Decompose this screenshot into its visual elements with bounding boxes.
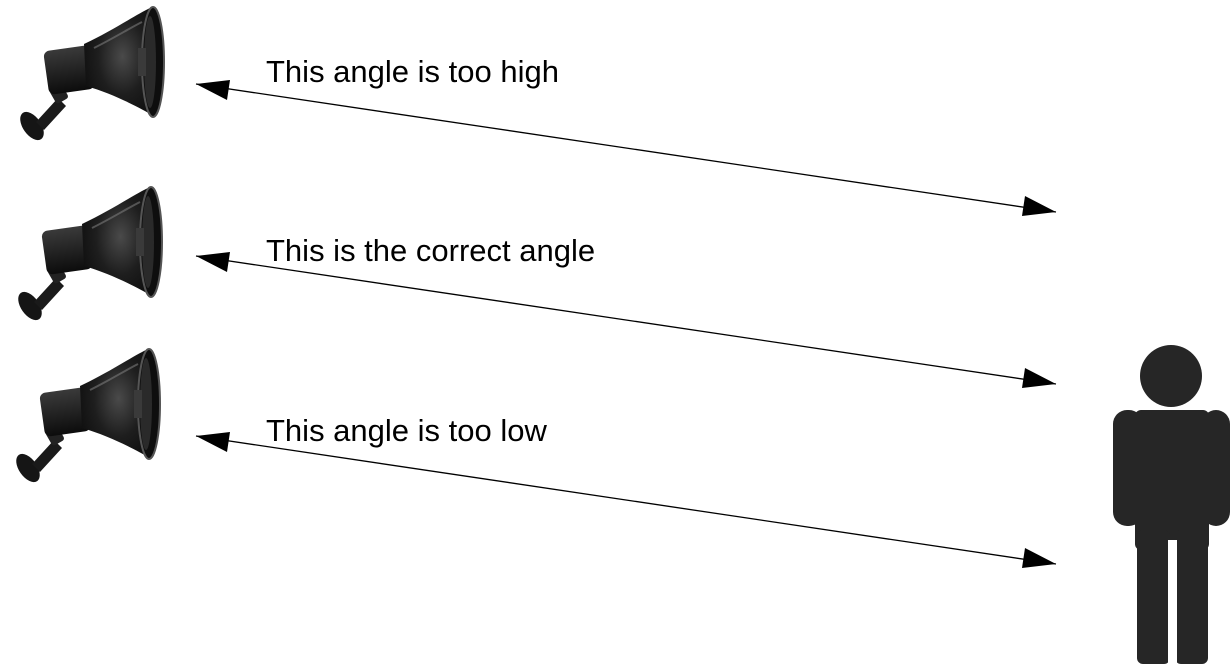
label-correct-angle: This is the correct angle — [266, 233, 596, 268]
horn-speaker-icon — [12, 186, 163, 326]
arrow-too-high — [195, 80, 1057, 216]
horn-speaker-icon — [14, 6, 165, 146]
person-icon — [1113, 345, 1230, 664]
arrow-too-low — [195, 432, 1057, 568]
label-too-low: This angle is too low — [266, 413, 547, 448]
label-too-high: This angle is too high — [266, 54, 559, 89]
horn-speaker-icon — [10, 348, 161, 488]
arrow-correct-angle — [195, 252, 1057, 388]
